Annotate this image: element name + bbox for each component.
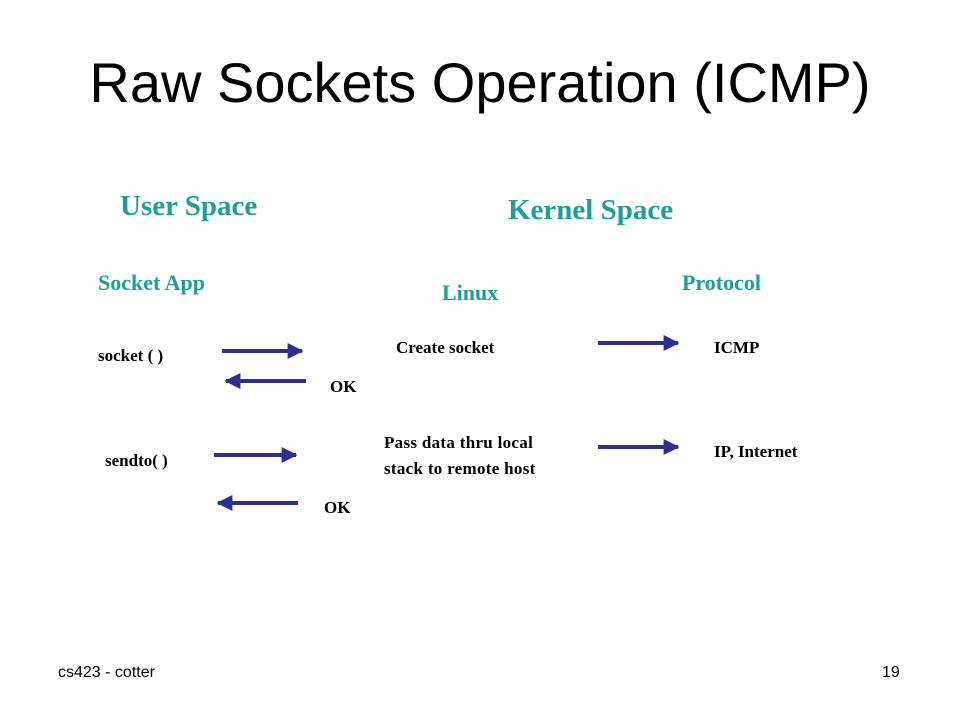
sendto-call-label: sendto( ) [105, 451, 168, 470]
page-number: 19 [882, 664, 900, 681]
ok-label-2: OK [324, 498, 351, 517]
footer-course-label: cs423 - cotter [58, 664, 155, 681]
user-space-heading: User Space [120, 190, 258, 222]
pass-data-label: Pass data thru local stack to remote hos… [384, 430, 536, 482]
slide-title: Raw Sockets Operation (ICMP) [89, 51, 871, 114]
ip-internet-label: IP, Internet [714, 442, 798, 461]
ok-label-1: OK [330, 377, 357, 396]
kernel-space-heading: Kernel Space [508, 194, 674, 226]
protocol-heading: Protocol [682, 270, 762, 295]
linux-heading: Linux [442, 280, 499, 305]
socket-app-heading: Socket App [98, 270, 205, 295]
socket-call-label: socket ( ) [98, 346, 164, 365]
pass-data-line-2: stack to remote host [384, 459, 536, 478]
create-socket-label: Create socket [396, 338, 495, 357]
pass-data-line-1: Pass data thru local [384, 433, 534, 452]
icmp-label: ICMP [714, 338, 760, 357]
